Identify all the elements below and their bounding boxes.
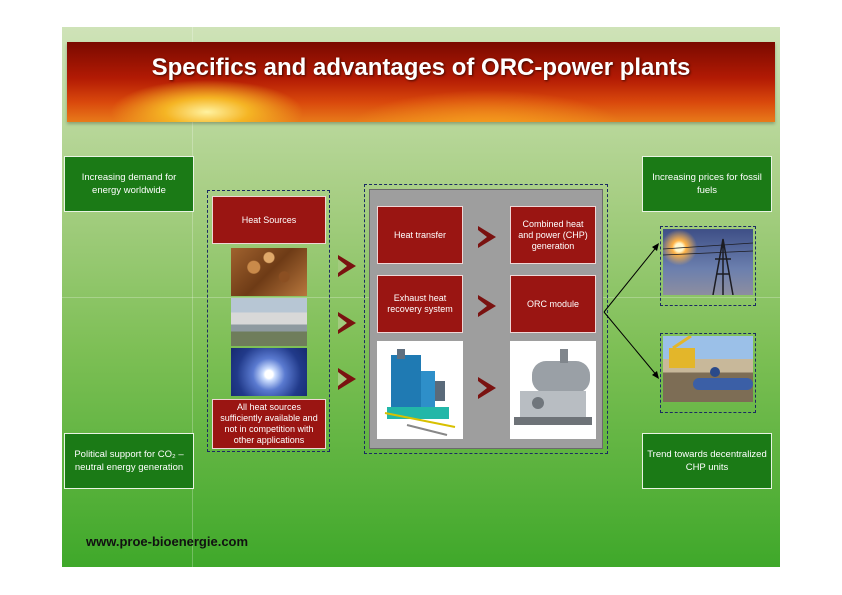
arrow-right-icon — [478, 295, 496, 317]
connector-lines — [603, 243, 659, 379]
heat-transfer-box: Heat transfer — [377, 206, 463, 264]
arrow-right-icon — [338, 368, 356, 390]
demand-box: Increasing demand for energy worldwide — [64, 156, 194, 212]
industrial-plant-photo — [231, 298, 307, 346]
exhaust-heat-box: Exhaust heat recovery system — [377, 275, 463, 333]
sun-photo — [231, 348, 307, 396]
title-banner — [67, 42, 775, 122]
pipeline-frame — [660, 333, 756, 413]
heat-sources-note: All heat sources sufficiently available … — [212, 399, 326, 449]
heat-sources-frame — [207, 190, 330, 452]
heat-exchanger-image — [377, 341, 463, 439]
orc-module-image — [510, 341, 596, 439]
arrow-right-icon — [478, 226, 496, 248]
wood-chips-photo — [231, 248, 307, 296]
slide: Specifics and advantages of ORC-power pl… — [62, 27, 780, 567]
heat-sources-label: Heat Sources — [212, 196, 326, 244]
fossil-prices-box: Increasing prices for fossil fuels — [642, 156, 772, 212]
chp-box: Combined heat and power (CHP) generation — [510, 206, 596, 264]
page-title: Specifics and advantages of ORC-power pl… — [151, 54, 691, 81]
arrow-right-icon — [338, 312, 356, 334]
power-line-photo — [663, 229, 753, 295]
process-frame — [364, 184, 608, 454]
political-support-box: Political support for CO₂ – neutral ener… — [64, 433, 194, 489]
decentralized-chp-box: Trend towards decentralized CHP units — [642, 433, 772, 489]
power-line-frame — [660, 226, 756, 306]
arrow-right-icon — [338, 255, 356, 277]
arrow-right-icon — [478, 377, 496, 399]
pipeline-photo — [663, 336, 753, 402]
guide-line — [192, 27, 193, 567]
orc-module-box: ORC module — [510, 275, 596, 333]
website-url[interactable]: www.proe-bioenergie.com — [86, 534, 249, 549]
